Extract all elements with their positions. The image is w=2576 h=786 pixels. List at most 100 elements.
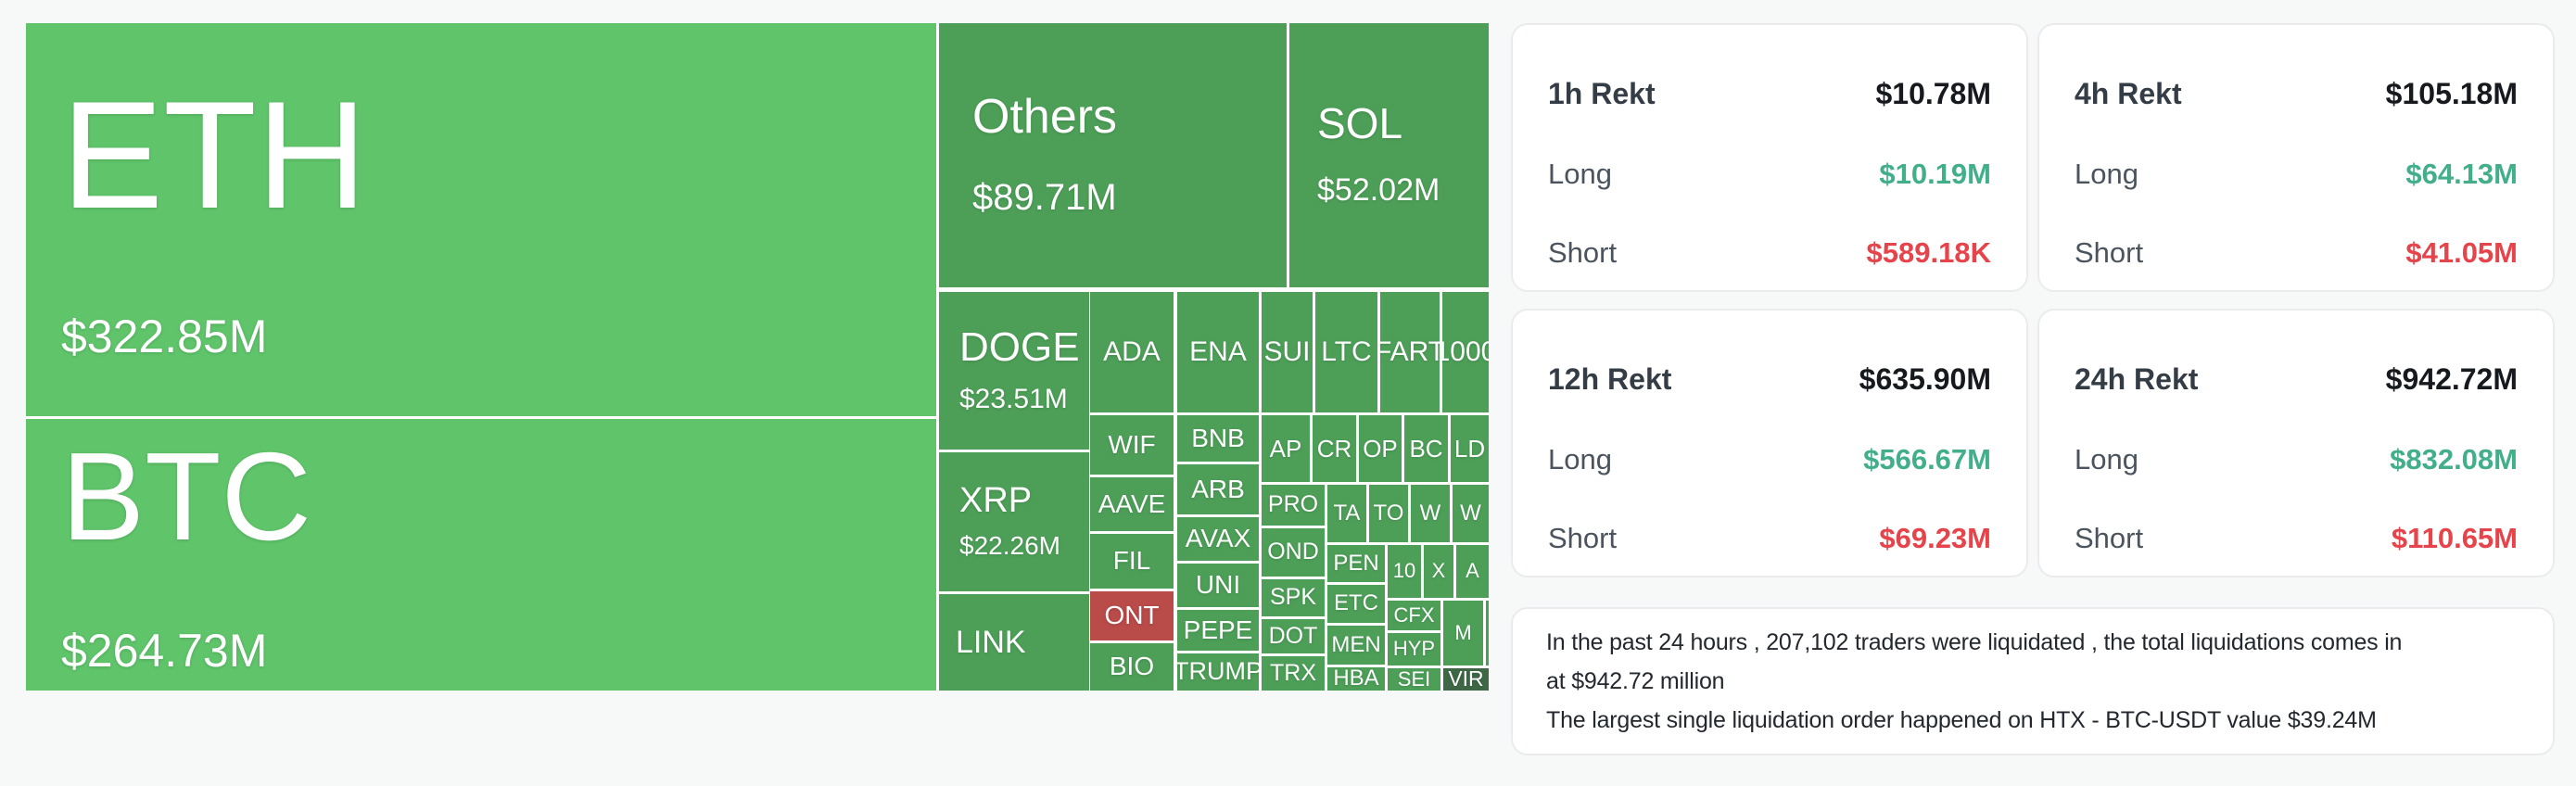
rekt-long-row: Long $10.19M <box>1548 158 1991 191</box>
treemap-cell-label: ETC <box>1334 590 1378 616</box>
treemap-cell-pepe[interactable]: PEPE <box>1177 610 1259 651</box>
treemap-cell-sei[interactable]: SEI <box>1388 668 1440 691</box>
treemap-cell-value: $23.51M <box>959 383 1068 414</box>
treemap-cell-hyp[interactable]: HYP <box>1388 633 1440 666</box>
treemap-cell-sui[interactable]: SUI <box>1262 292 1313 412</box>
treemap-cell-label: TA <box>1333 500 1361 526</box>
treemap-cell-x[interactable]: X <box>1424 545 1453 598</box>
treemap-cell-cfx[interactable]: CFX <box>1388 601 1440 630</box>
rekt-card-12h: 12h Rekt $635.90M Long $566.67M Short $6… <box>1511 309 2028 577</box>
treemap-cell-m[interactable]: M <box>1443 601 1483 666</box>
treemap-cell-label: 10 <box>1392 559 1416 583</box>
treemap-cell-spk[interactable]: SPK <box>1262 579 1325 616</box>
treemap-cell-wif[interactable]: WIF <box>1090 415 1174 475</box>
long-value: $566.67M <box>1863 442 1991 475</box>
treemap-cell-cr[interactable]: CR <box>1313 415 1356 482</box>
long-label: Long <box>1548 442 1612 475</box>
treemap-cell-value: $52.02M <box>1317 172 1440 209</box>
long-value: $10.19M <box>1879 157 1991 190</box>
treemap-cell-ena[interactable]: ENA <box>1177 292 1259 412</box>
treemap-cell-others[interactable]: Others$89.71M <box>939 23 1287 287</box>
treemap-cell-label: M <box>1454 620 1472 644</box>
treemap-cell-label: ADA <box>1103 336 1161 367</box>
treemap-cell-btc[interactable]: BTC $264.73M <box>26 419 936 691</box>
rekt-short-row: Short $110.65M <box>2075 522 2518 555</box>
treemap-cell-label: FART <box>1380 336 1440 367</box>
treemap-cell-ond[interactable]: OND <box>1262 528 1325 577</box>
short-label: Short <box>2075 236 2144 269</box>
treemap-cell-xrp[interactable]: XRP$22.26M <box>939 452 1089 591</box>
treemap-cell-trump[interactable]: TRUMP <box>1177 653 1259 691</box>
treemap-cell-uni[interactable]: UNI <box>1177 564 1259 607</box>
treemap-cell-label: HYP <box>1392 637 1436 661</box>
treemap-cell-doge[interactable]: DOGE$23.51M <box>939 292 1089 450</box>
treemap-cell-1000[interactable]: 1000 <box>1442 292 1489 412</box>
treemap-cell-label: TO <box>1373 500 1404 526</box>
treemap-cell-label: SOL <box>1317 99 1403 148</box>
treemap-cell-fil[interactable]: FIL <box>1090 534 1174 589</box>
treemap-cell-sol[interactable]: SOL $52.02M <box>1289 23 1489 287</box>
treemap-cell-bc[interactable]: BC <box>1404 415 1448 482</box>
rekt-short-row: Short $69.23M <box>1548 522 1991 555</box>
short-label: Short <box>1548 236 1618 269</box>
treemap-cell-label: BIO <box>1109 652 1155 681</box>
treemap-cell-trx[interactable]: TRX <box>1262 656 1325 691</box>
treemap-cell-to[interactable]: TO <box>1369 485 1408 542</box>
summary-line-3: The largest single liquidation order hap… <box>1546 707 2377 733</box>
treemap-cell-eth[interactable]: ETH$322.85M <box>26 23 936 416</box>
treemap-cell-label: BTC <box>61 426 311 567</box>
treemap-cell-label: VIR <box>1448 668 1484 691</box>
rekt-total-value: $635.90M <box>1859 362 1991 396</box>
rekt-card-1h: 1h Rekt $10.78M Long $10.19M Short $589.… <box>1511 23 2028 292</box>
treemap-cell-link[interactable]: LINK <box>939 594 1089 691</box>
treemap-cell-ta[interactable]: TA <box>1327 485 1366 542</box>
summary-line-2: at $942.72 million <box>1546 668 1725 694</box>
treemap-cell-label: SEI <box>1397 668 1431 691</box>
long-label: Long <box>1548 157 1612 190</box>
treemap-cell-ont[interactable]: ONT <box>1090 591 1174 640</box>
rekt-card-title: 4h Rekt <box>2075 77 2182 110</box>
treemap-cell-label: TRX <box>1270 659 1316 686</box>
treemap-cell-etc[interactable]: ETC <box>1327 585 1385 623</box>
treemap-cell-label: BC <box>1409 434 1443 463</box>
treemap-cell-label: AVAX <box>1185 524 1251 553</box>
long-label: Long <box>2075 157 2138 190</box>
treemap-cell-bnb[interactable]: BNB <box>1177 415 1259 462</box>
treemap-cell-ada[interactable]: ADA <box>1090 292 1174 412</box>
treemap-cell-label: LINK <box>956 624 1026 660</box>
treemap-cell-dot[interactable]: DOT <box>1262 619 1325 653</box>
treemap-cell-w[interactable]: W <box>1453 485 1489 542</box>
treemap-cell-label: Others <box>972 89 1118 144</box>
treemap-cell-label: WIF <box>1108 429 1156 459</box>
rekt-total-value: $105.18M <box>2385 77 2518 110</box>
liquidation-summary-card: In the past 24 hours , 207,102 traders w… <box>1511 607 2555 755</box>
treemap-cell-bio[interactable]: BIO <box>1090 643 1174 691</box>
treemap-cell-hba[interactable]: HBA <box>1327 667 1385 691</box>
treemap-cell-avax[interactable]: AVAX <box>1177 517 1259 561</box>
treemap-cell-value: $264.73M <box>61 624 268 677</box>
treemap-cell-ld[interactable]: LD <box>1451 415 1489 482</box>
treemap-cell-aave[interactable]: AAVE <box>1090 477 1174 531</box>
treemap-cell-10[interactable]: 10 <box>1388 545 1421 598</box>
treemap-cell-op[interactable]: OP <box>1359 415 1402 482</box>
treemap-cell-pen[interactable]: PEN <box>1327 545 1385 582</box>
treemap-cell-label: LD <box>1453 434 1486 463</box>
treemap-cell-a[interactable]: A <box>1456 545 1489 598</box>
treemap-cell-label: ENA <box>1189 336 1247 367</box>
summary-line-1: In the past 24 hours , 207,102 traders w… <box>1546 629 2403 655</box>
treemap-cell-arb[interactable]: ARB <box>1177 464 1259 514</box>
treemap-cell-label: X <box>1431 559 1446 583</box>
rekt-short-row: Short $589.18K <box>1548 236 1991 270</box>
treemap-cell-w[interactable]: W <box>1411 485 1450 542</box>
treemap-cell-pro[interactable]: PRO <box>1262 485 1325 526</box>
treemap-cell-fart[interactable]: FART <box>1380 292 1440 412</box>
treemap-cell-men[interactable]: MEN <box>1327 626 1385 665</box>
treemap-cell-label: W <box>1460 500 1481 526</box>
treemap-cell-label: AAVE <box>1098 488 1166 518</box>
long-value: $64.13M <box>2405 157 2518 190</box>
treemap-cell-vir[interactable]: VIR <box>1443 668 1489 691</box>
treemap-cell-ap[interactable]: AP <box>1262 415 1310 482</box>
treemap-cell-ltc[interactable]: LTC <box>1315 292 1377 412</box>
treemap-cell-blank[interactable] <box>1486 601 1489 666</box>
treemap-cell-label: DOT <box>1268 622 1318 649</box>
